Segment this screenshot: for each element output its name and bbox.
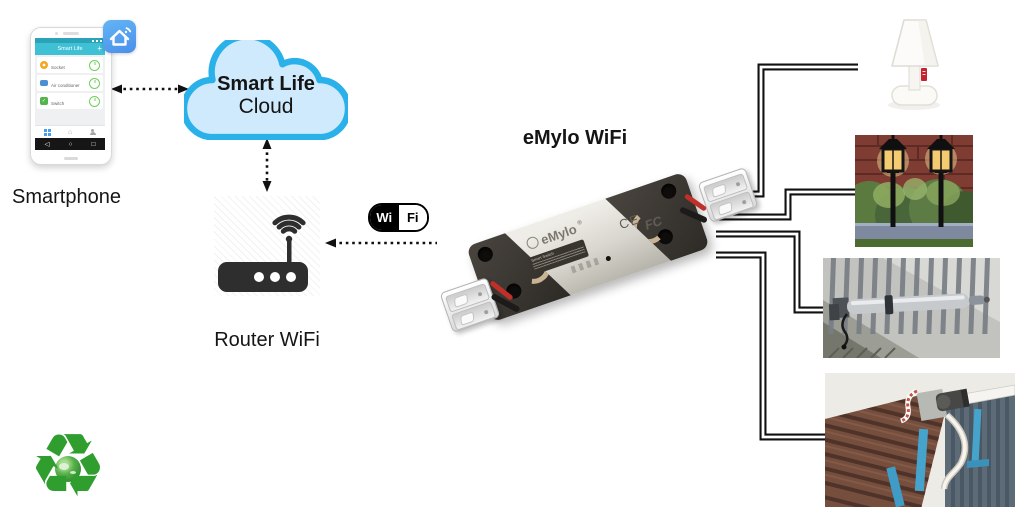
load-wires bbox=[716, 63, 858, 441]
switch-icon bbox=[40, 97, 48, 105]
table-lamp-image bbox=[884, 16, 948, 112]
brand-logo-icon bbox=[524, 235, 541, 251]
dotted-arrows bbox=[117, 87, 437, 245]
smart-scene-tab-icon[interactable] bbox=[68, 129, 72, 136]
cloud-text: Smart Life Cloud bbox=[184, 40, 348, 140]
list-item[interactable]: Switch bbox=[37, 93, 103, 109]
item-name: Air conditioner bbox=[51, 83, 80, 88]
profile-tab-icon[interactable] bbox=[89, 128, 96, 136]
power-toggle-icon[interactable] bbox=[89, 59, 100, 71]
item-text: Air conditioner bbox=[51, 74, 86, 92]
my-devices-tab-icon[interactable] bbox=[43, 128, 51, 136]
cloud-line1: Smart Life bbox=[217, 73, 315, 95]
item-text: Switch bbox=[51, 92, 86, 110]
item-text: Socket bbox=[51, 56, 86, 74]
garden-lights-image bbox=[855, 135, 973, 247]
gate-opener-image bbox=[823, 258, 1000, 358]
device-list: Socket Air conditioner bbox=[35, 55, 105, 125]
roller-shutter-scene bbox=[825, 373, 1015, 507]
smart-life-app-screen: Smart Life + Socket Air conditioner bbox=[35, 38, 105, 150]
wifi-logo: Wi Fi ® bbox=[368, 203, 429, 232]
smartphone: Smart Life + Socket Air conditioner bbox=[30, 27, 112, 165]
recycle-icon: ♻ bbox=[28, 416, 108, 515]
list-item[interactable]: Air conditioner bbox=[37, 75, 103, 91]
table-lamp-icon bbox=[888, 19, 940, 110]
screw-hole bbox=[659, 182, 678, 201]
status-led bbox=[605, 255, 612, 262]
emylo-relay-module: eMylo ® Smart Switch CE FC bbox=[439, 160, 770, 340]
socket-icon bbox=[40, 61, 48, 69]
phone-home-slit bbox=[64, 157, 78, 160]
recents-icon[interactable]: □ bbox=[91, 140, 96, 148]
app-title: Smart Life bbox=[57, 46, 83, 52]
lantern-icon bbox=[879, 135, 907, 227]
globe-icon bbox=[55, 456, 81, 482]
lantern-icon bbox=[927, 135, 955, 227]
app-header: Smart Life + bbox=[35, 43, 105, 55]
arrowheads bbox=[111, 84, 336, 248]
status-icons bbox=[100, 39, 102, 42]
output-terminal-block bbox=[697, 167, 759, 223]
app-bottom-nav bbox=[35, 125, 105, 138]
phone-speaker bbox=[63, 32, 79, 35]
smartphone-label: Smartphone bbox=[12, 186, 121, 208]
cloud-line2: Cloud bbox=[238, 95, 294, 118]
router-icon bbox=[218, 214, 308, 292]
add-device-button[interactable]: + bbox=[97, 44, 102, 53]
router-label: Router WiFi bbox=[214, 329, 320, 351]
shutter-motor-icon bbox=[916, 388, 970, 421]
smart-life-app-icon bbox=[103, 20, 136, 53]
android-nav-bar: ◁ ○ □ bbox=[35, 138, 105, 150]
item-name: Socket bbox=[51, 65, 65, 70]
power-toggle-icon[interactable] bbox=[89, 77, 100, 89]
wifi-router bbox=[214, 196, 320, 296]
smart-life-cloud: Smart Life Cloud bbox=[180, 33, 352, 141]
item-name: Switch bbox=[51, 101, 65, 106]
phone-camera-dot bbox=[55, 32, 58, 35]
screw-hole bbox=[476, 245, 495, 264]
home-icon[interactable]: ○ bbox=[68, 140, 73, 148]
roller-shutter-image bbox=[825, 373, 1015, 507]
house-wifi-icon bbox=[109, 27, 132, 46]
app-status-bar bbox=[35, 38, 105, 43]
wifi-logo-left: Wi bbox=[370, 205, 399, 230]
wifi-logo-right: Fi bbox=[398, 205, 427, 230]
linear-actuator-icon bbox=[828, 293, 990, 321]
back-icon[interactable]: ◁ bbox=[44, 141, 50, 148]
air-conditioner-icon bbox=[40, 80, 48, 86]
recycle-logo: ♻ bbox=[24, 420, 112, 512]
device-title: eMylo WiFi bbox=[522, 127, 628, 149]
power-toggle-icon[interactable] bbox=[89, 95, 100, 107]
gate-opener-scene bbox=[823, 258, 1000, 358]
list-item[interactable]: Socket bbox=[37, 57, 103, 73]
garden-lights-scene bbox=[855, 135, 973, 247]
cloud-shape bbox=[180, 33, 352, 141]
registered-mark: ® bbox=[576, 219, 583, 227]
